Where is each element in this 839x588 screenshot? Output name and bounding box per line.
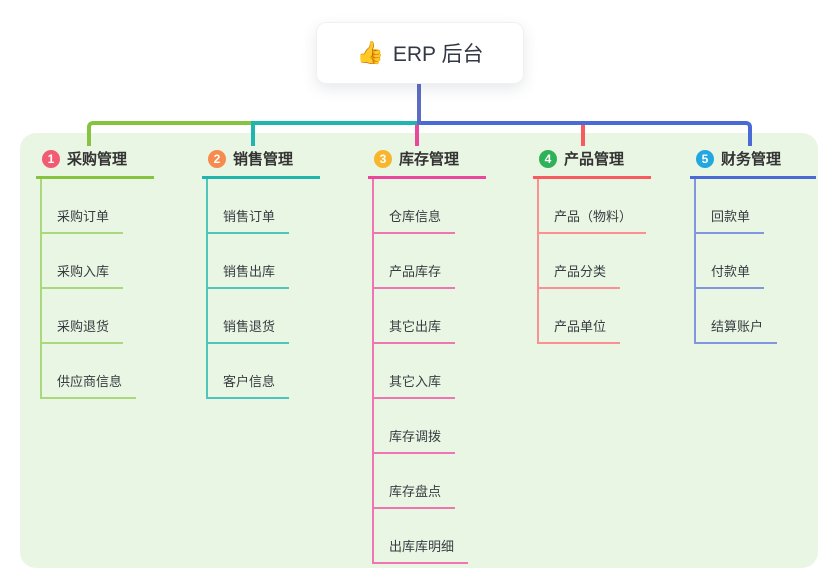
child-node[interactable]: 库存调拨: [374, 428, 456, 454]
child-node[interactable]: 产品单位: [539, 318, 621, 344]
branch-title[interactable]: 3 库存管理: [368, 146, 486, 179]
child-node[interactable]: 出库库明细: [374, 538, 469, 564]
child-node[interactable]: 产品（物料）: [539, 208, 647, 234]
child-node[interactable]: 其它出库: [374, 318, 456, 344]
branch: 1 采购管理 采购订单采购入库采购退货供应商信息: [36, 146, 154, 399]
branch-label: 销售管理: [233, 151, 294, 168]
branch-title[interactable]: 2 销售管理: [202, 146, 320, 179]
branch-label: 财务管理: [721, 151, 782, 168]
connector-branch-3: [415, 125, 419, 146]
root-connector-line: [417, 82, 421, 125]
child-node[interactable]: 采购退货: [42, 318, 124, 344]
branch-number-badge: 1: [42, 149, 60, 168]
branch: 4 产品管理 产品（物料） 产品分类产品单位: [533, 146, 651, 344]
branch: 3 库存管理 仓库信息产品库存其它出库其它入库库存调拨库存盘点出库库明细: [368, 146, 486, 564]
branch-title[interactable]: 5 财务管理: [690, 146, 816, 179]
connector-branch-2: [251, 121, 418, 146]
branch-children: 产品（物料） 产品分类产品单位: [537, 179, 647, 344]
root-node[interactable]: 👍 ERP 后台: [316, 22, 524, 84]
child-node[interactable]: 销售退货: [208, 318, 290, 344]
connector-branch-4: [581, 125, 585, 146]
branch-title[interactable]: 1 采购管理: [36, 146, 154, 179]
child-node[interactable]: 回款单: [696, 208, 765, 234]
child-node[interactable]: 销售订单: [208, 208, 290, 234]
branch-label: 库存管理: [399, 151, 460, 168]
child-node[interactable]: 结算账户: [696, 318, 778, 344]
child-node[interactable]: 采购入库: [42, 263, 124, 289]
root-title: ERP 后台: [392, 43, 484, 66]
child-node[interactable]: 其它入库: [374, 373, 456, 399]
connector-branch-5: [418, 121, 752, 146]
branch: 5 财务管理 回款单付款单结算账户: [690, 146, 816, 344]
child-node[interactable]: 供应商信息: [42, 373, 137, 399]
child-node[interactable]: 库存盘点: [374, 483, 456, 509]
branch-title[interactable]: 4 产品管理: [533, 146, 651, 179]
child-node[interactable]: 采购订单: [42, 208, 124, 234]
branch-number-badge: 3: [374, 149, 392, 168]
branch-number-badge: 2: [208, 149, 226, 168]
branch-label: 产品管理: [564, 151, 625, 168]
child-node[interactable]: 产品分类: [539, 263, 621, 289]
child-node[interactable]: 客户信息: [208, 373, 290, 399]
branch-children: 仓库信息产品库存其它出库其它入库库存调拨库存盘点出库库明细: [372, 179, 469, 564]
branch-children: 采购订单采购入库采购退货供应商信息: [40, 179, 137, 399]
branch-label: 采购管理: [67, 151, 128, 168]
connector-branch-1: [87, 121, 253, 146]
branch-children: 销售订单销售出库销售退货客户信息: [206, 179, 290, 399]
child-node[interactable]: 销售出库: [208, 263, 290, 289]
branches-panel: [20, 133, 818, 568]
branch: 2 销售管理 销售订单销售出库销售退货客户信息: [202, 146, 320, 399]
branch-number-badge: 4: [539, 149, 557, 168]
child-node[interactable]: 仓库信息: [374, 208, 456, 234]
branch-children: 回款单付款单结算账户: [694, 179, 778, 344]
thumbs-up-icon: 👍: [356, 40, 384, 65]
child-node[interactable]: 付款单: [696, 263, 765, 289]
child-node[interactable]: 产品库存: [374, 263, 456, 289]
branch-number-badge: 5: [696, 149, 714, 168]
